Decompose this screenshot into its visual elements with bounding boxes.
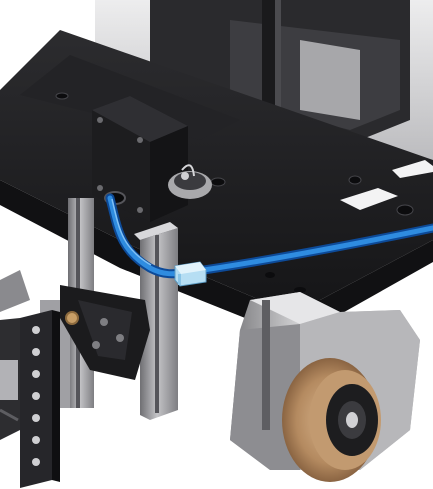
drive-wheel bbox=[282, 358, 381, 482]
electronics-box bbox=[92, 96, 188, 222]
perforated-plate bbox=[20, 310, 60, 488]
center-joint bbox=[168, 164, 212, 199]
triangular-bracket bbox=[60, 285, 150, 380]
left-arm bbox=[0, 270, 30, 440]
upper-housing bbox=[95, 0, 433, 170]
cable-connector bbox=[174, 261, 207, 287]
